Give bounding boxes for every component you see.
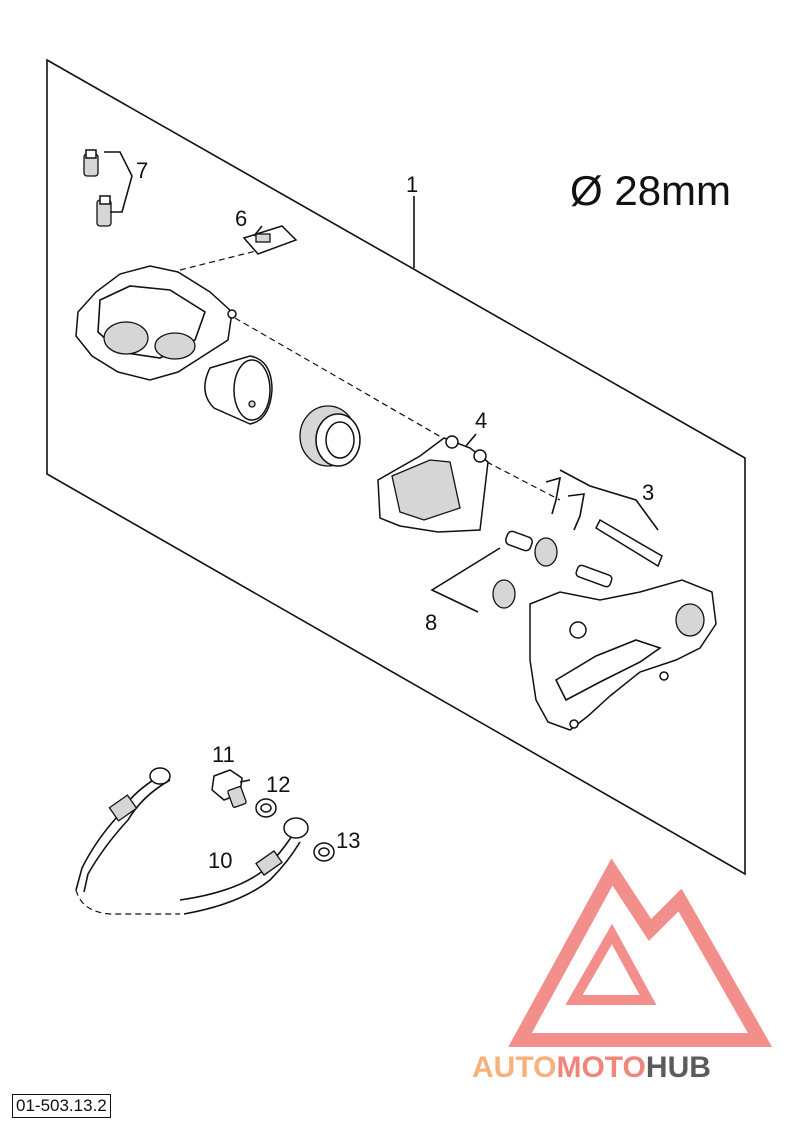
watermark-logo bbox=[508, 858, 773, 1047]
callout-6: 6 bbox=[235, 206, 247, 231]
bleed-screws bbox=[83, 149, 133, 227]
brake-hose bbox=[75, 767, 309, 915]
diameter-label: Ø 28mm bbox=[570, 167, 731, 214]
caliper-body bbox=[75, 265, 237, 381]
banjo-bolt bbox=[211, 769, 247, 808]
callout-11: 11 bbox=[212, 742, 235, 767]
assembly-boundary bbox=[46, 58, 746, 876]
leader-lines bbox=[239, 196, 477, 783]
pad-pins-and-clips bbox=[545, 469, 663, 568]
callout-3: 3 bbox=[642, 480, 654, 505]
pad-retaining-plate bbox=[242, 225, 298, 255]
alignment-line bbox=[179, 249, 561, 501]
callout-12: 12 bbox=[266, 772, 290, 797]
callout-8: 8 bbox=[425, 610, 437, 635]
watermark-text: AUTOMOTOHUB bbox=[472, 1051, 711, 1084]
watermark-moto: MOTO bbox=[556, 1051, 645, 1084]
brake-pads bbox=[377, 435, 489, 533]
callout-10: 10 bbox=[208, 848, 232, 873]
sealing-washers bbox=[255, 798, 335, 862]
callout-1: 1 bbox=[406, 172, 418, 197]
slide-bushings bbox=[430, 530, 613, 613]
watermark-hub: HUB bbox=[646, 1051, 711, 1084]
reference-code: 01-503.13.2 bbox=[12, 1094, 111, 1118]
caliper-piston bbox=[204, 355, 273, 425]
callout-13: 13 bbox=[336, 828, 360, 853]
caliper-bracket bbox=[529, 579, 717, 731]
callout-4: 4 bbox=[475, 408, 487, 433]
dust-seal bbox=[299, 405, 361, 467]
callout-7: 7 bbox=[136, 158, 148, 183]
watermark-auto: AUTO bbox=[472, 1051, 556, 1084]
